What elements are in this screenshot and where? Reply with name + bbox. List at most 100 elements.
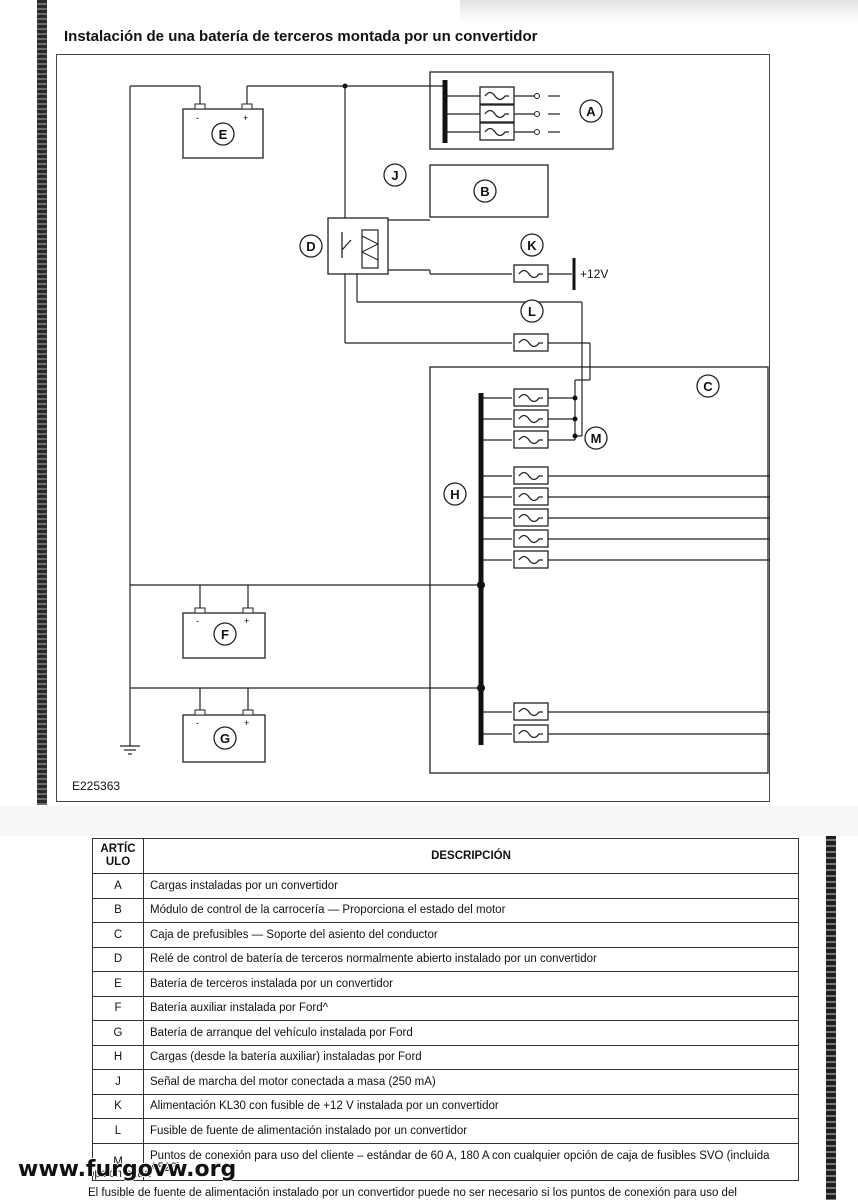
callout-a-circle xyxy=(579,99,603,123)
row-code: F xyxy=(92,995,144,1021)
junction-top xyxy=(342,83,348,89)
page-edge-bleed xyxy=(460,0,858,22)
footnote: opción extra xyxy=(88,1168,151,1180)
row-description: Señal de marcha del motor conectada a ma… xyxy=(143,1069,799,1095)
battery-g-pos: + xyxy=(244,718,249,728)
callout-j: J xyxy=(391,168,398,183)
junction-m-1 xyxy=(572,395,578,401)
callout-f-circle xyxy=(213,622,237,646)
callout-l: L xyxy=(528,304,536,319)
fuse-c-2 xyxy=(513,409,549,428)
callout-m-circle xyxy=(584,426,608,450)
callout-a: A xyxy=(586,104,596,119)
table-header-row: ARTÍC ULO DESCRIPCIÓN xyxy=(92,838,799,874)
callout-m: M xyxy=(591,431,602,446)
callout-d: D xyxy=(306,239,315,254)
row-code: M xyxy=(92,1142,144,1181)
callout-g-circle xyxy=(213,726,237,750)
row-code: E xyxy=(92,971,144,997)
figure-code: E225363 xyxy=(72,779,121,793)
junction-m-3 xyxy=(572,433,578,439)
diagram-title: Instalación de una batería de terceros m… xyxy=(64,28,538,45)
page-gap xyxy=(0,806,858,836)
row-description: Relé de control de batería de terceros n… xyxy=(143,946,799,972)
battery-f-neg: - xyxy=(196,616,199,626)
row-code: G xyxy=(92,1020,144,1046)
row-description: Módulo de control de la carrocería — Pro… xyxy=(143,897,799,923)
fuse-h-2 xyxy=(513,487,549,506)
row-code: H xyxy=(92,1044,144,1070)
battery-g-neg: - xyxy=(196,718,199,728)
battery-e-neg: - xyxy=(196,113,199,123)
row-code: D xyxy=(92,946,144,972)
callout-l-circle xyxy=(520,299,544,323)
row-description: Batería de terceros instalada por un con… xyxy=(143,971,799,997)
row-description: Caja de prefusibles — Soporte del asient… xyxy=(143,922,799,948)
battery-f-pos: + xyxy=(244,616,249,626)
terminal-a-3 xyxy=(534,129,540,135)
scan-binding-edge-left xyxy=(37,0,47,805)
row-description: Fusible de fuente de alimentación instal… xyxy=(143,1118,799,1144)
supply-label: +12V xyxy=(580,267,608,281)
callout-k: K xyxy=(527,238,537,253)
callout-g: G xyxy=(220,731,230,746)
battery-e-pos: + xyxy=(243,113,248,123)
row-description: Puntos de conexión para uso del cliente … xyxy=(143,1142,799,1181)
row-description: Batería auxiliar instalada por Ford^ xyxy=(143,995,799,1021)
footnote-partial: El fusible de fuente de alimentación ins… xyxy=(88,1187,737,1199)
row-description: Batería de arranque del vehículo instala… xyxy=(143,1020,799,1046)
callout-b-circle xyxy=(473,179,497,203)
fuse-k xyxy=(513,264,549,283)
callout-j-circle xyxy=(383,163,407,187)
callout-e-circle xyxy=(211,122,235,146)
fuse-h-4 xyxy=(513,529,549,548)
callout-c: C xyxy=(703,379,713,394)
row-description: Cargas instaladas por un convertidor xyxy=(143,873,799,899)
column-header-code: ARTÍC ULO xyxy=(92,838,144,874)
callout-e: E xyxy=(219,127,228,142)
callout-f: F xyxy=(221,627,229,642)
fuse-h-1 xyxy=(513,466,549,485)
wiring-diagram: +12V - + - + - + A B C D E F G xyxy=(120,71,770,774)
fuse-l xyxy=(513,333,549,352)
callout-d-circle xyxy=(299,234,323,258)
block-c-prefuse-box xyxy=(429,366,769,774)
row-code: J xyxy=(92,1069,144,1095)
row-code: C xyxy=(92,922,144,948)
column-header-description: DESCRIPCIÓN xyxy=(143,838,799,874)
terminal-a-2 xyxy=(534,111,540,117)
relay-d xyxy=(327,217,389,275)
fuse-c-5 xyxy=(513,724,549,743)
callout-h: H xyxy=(450,487,459,502)
row-code: B xyxy=(92,897,144,923)
fuse-c-4 xyxy=(513,702,549,721)
watermark: www.furgovw.org xyxy=(18,1157,237,1182)
fuse-c-1 xyxy=(513,388,549,407)
junction-f xyxy=(477,581,485,589)
row-code: A xyxy=(92,873,144,899)
terminal-a-1 xyxy=(534,93,540,99)
row-code: K xyxy=(92,1093,144,1119)
row-description: Cargas (desde la batería auxiliar) insta… xyxy=(143,1044,799,1070)
fuse-c-3 xyxy=(513,430,549,449)
callout-h-circle xyxy=(443,482,467,506)
block-a-loads xyxy=(429,71,614,150)
fuse-h-3 xyxy=(513,508,549,527)
callout-k-circle xyxy=(520,233,544,257)
diagram-frame xyxy=(56,54,770,802)
scan-binding-edge-right xyxy=(826,835,836,1200)
fuse-a-2 xyxy=(479,104,515,123)
relay-coil xyxy=(361,229,379,269)
row-description: Alimentación KL30 con fusible de +12 V i… xyxy=(143,1093,799,1119)
